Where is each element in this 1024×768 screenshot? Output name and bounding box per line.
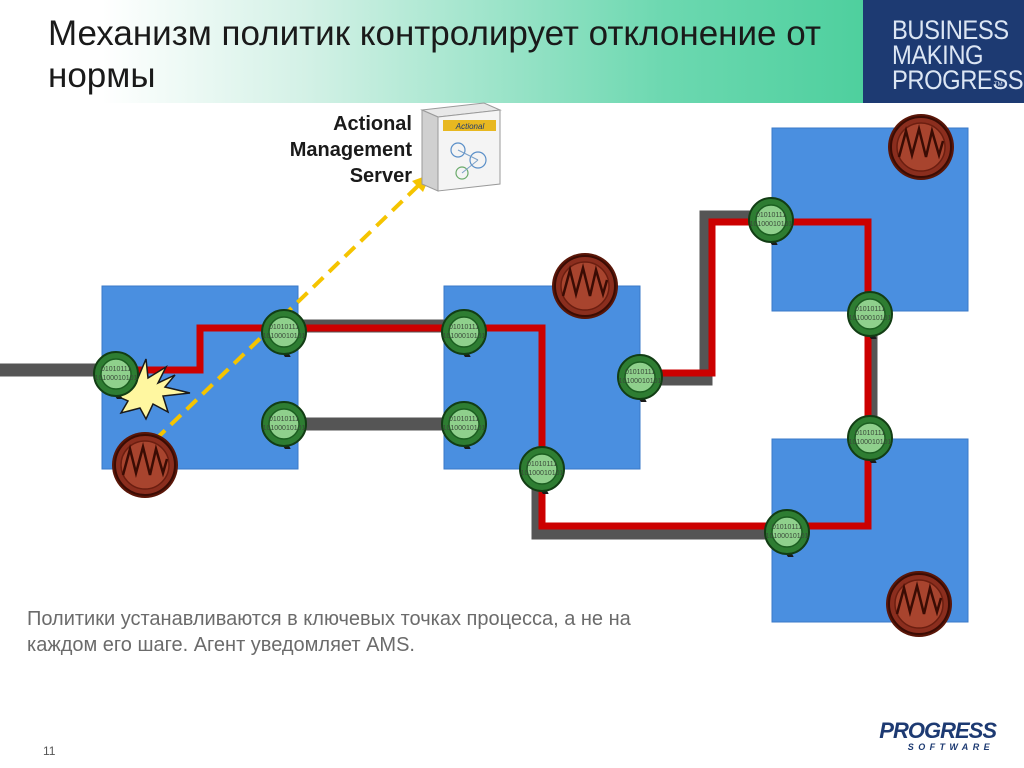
magnifier-agent-icon [520, 447, 564, 494]
red-flow-path [120, 218, 872, 530]
server-box-icon: Actional [420, 102, 502, 192]
brand-panel: BUSINESS MAKING PROGRESS TM [863, 0, 1024, 103]
policy-seal-icon [550, 251, 620, 321]
policy-seal-icon [110, 430, 180, 500]
brand-line-business: BUSINESS [892, 15, 1009, 45]
slide-number: 11 [43, 744, 56, 758]
server-label-line: Management [289, 139, 412, 161]
brand-line-progress: PROGRESS [892, 65, 1024, 95]
server-label-line: Server [349, 165, 412, 187]
logo-subword: SOFTWARE [907, 742, 994, 752]
server-box-brand: Actional [455, 122, 485, 131]
server-label-line: Actional [333, 113, 412, 135]
brand-line-making: MAKING [892, 40, 984, 70]
alert-burst-icon [110, 358, 191, 421]
caption-text: Политики устанавливаются в ключевых точк… [27, 608, 631, 656]
header-banner: Механизм политик контролирует отклонение… [0, 0, 1024, 103]
logo-word: PROGRESS [879, 718, 997, 743]
progress-software-logo: PROGRESS SOFTWARE [879, 720, 997, 754]
slide-title: Механизм политик контролирует отклонение… [48, 14, 821, 95]
brand-trademark: TM [994, 82, 1003, 88]
server-label: Actional Management Server [220, 111, 412, 189]
policy-seal-icon [884, 569, 954, 639]
policy-seal-icon [886, 112, 956, 182]
magnifier-agent-icon [848, 292, 892, 339]
